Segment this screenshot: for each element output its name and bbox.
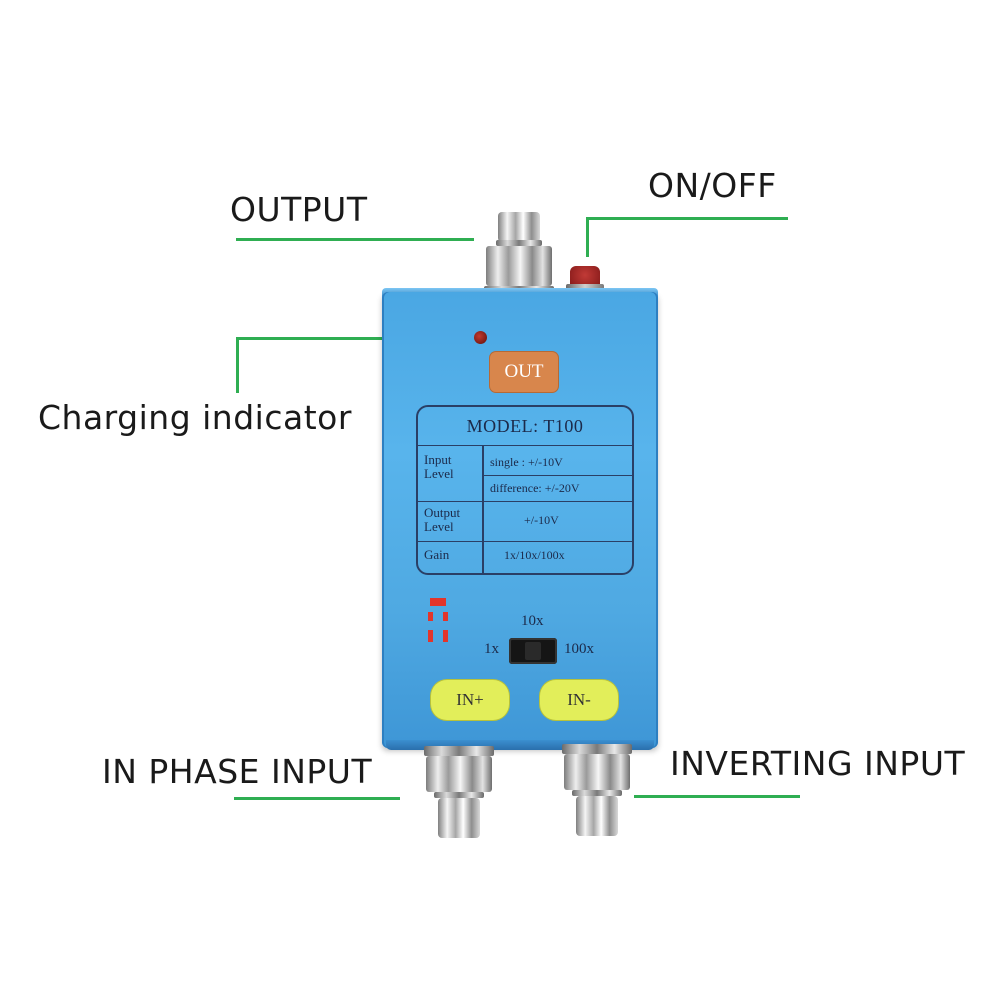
callout-charging-indicator: Charging indicator <box>38 398 352 437</box>
in-phase-bnc-connector <box>424 746 494 838</box>
model-title: MODEL: T100 <box>418 407 632 446</box>
red-indicator-mark <box>443 630 448 642</box>
leader-line-on-off-v <box>586 217 589 257</box>
callout-output: OUTPUT <box>230 190 368 229</box>
spec-input-level-label: Input Level <box>424 452 454 481</box>
leader-line-on-off-h <box>586 217 788 220</box>
inverting-bnc-connector <box>562 744 632 836</box>
leader-line-in-phase <box>234 797 400 800</box>
spec-input-single: single : +/-10V <box>490 455 563 469</box>
switch-label-10x: 10x <box>521 613 544 629</box>
device-bottom-rim <box>386 740 654 750</box>
in-plus-pad: IN+ <box>431 680 509 720</box>
leader-line-charging-v <box>236 337 239 393</box>
spec-gain-label: Gain <box>424 547 450 562</box>
out-label-pad: OUT <box>490 352 558 392</box>
spec-label: MODEL: T100 Input Level single : +/-10V … <box>416 405 634 575</box>
leader-line-charging-h <box>236 337 468 340</box>
spec-input-difference: difference: +/-20V <box>490 481 580 495</box>
red-indicator-mark <box>428 630 433 642</box>
gain-switch[interactable] <box>509 638 557 664</box>
callout-in-phase-input: IN PHASE INPUT <box>102 752 373 791</box>
spec-gain-value: 1x/10x/100x <box>504 548 565 562</box>
output-bnc-connector <box>484 212 554 296</box>
in-minus-pad: IN- <box>540 680 618 720</box>
red-indicator-mark <box>430 598 446 606</box>
leader-line-inverting <box>634 795 800 798</box>
charging-indicator-led <box>474 331 487 344</box>
spec-output-value: +/-10V <box>524 513 559 527</box>
switch-label-100x: 100x <box>564 641 594 657</box>
spec-output-level-label: Output Level <box>424 505 461 534</box>
callout-on-off: ON/OFF <box>648 166 777 205</box>
red-indicator-mark <box>443 612 448 621</box>
leader-line-output <box>236 238 474 241</box>
switch-label-1x: 1x <box>484 641 499 657</box>
callout-inverting-input: INVERTING INPUT <box>670 744 966 783</box>
red-indicator-mark <box>428 612 433 621</box>
